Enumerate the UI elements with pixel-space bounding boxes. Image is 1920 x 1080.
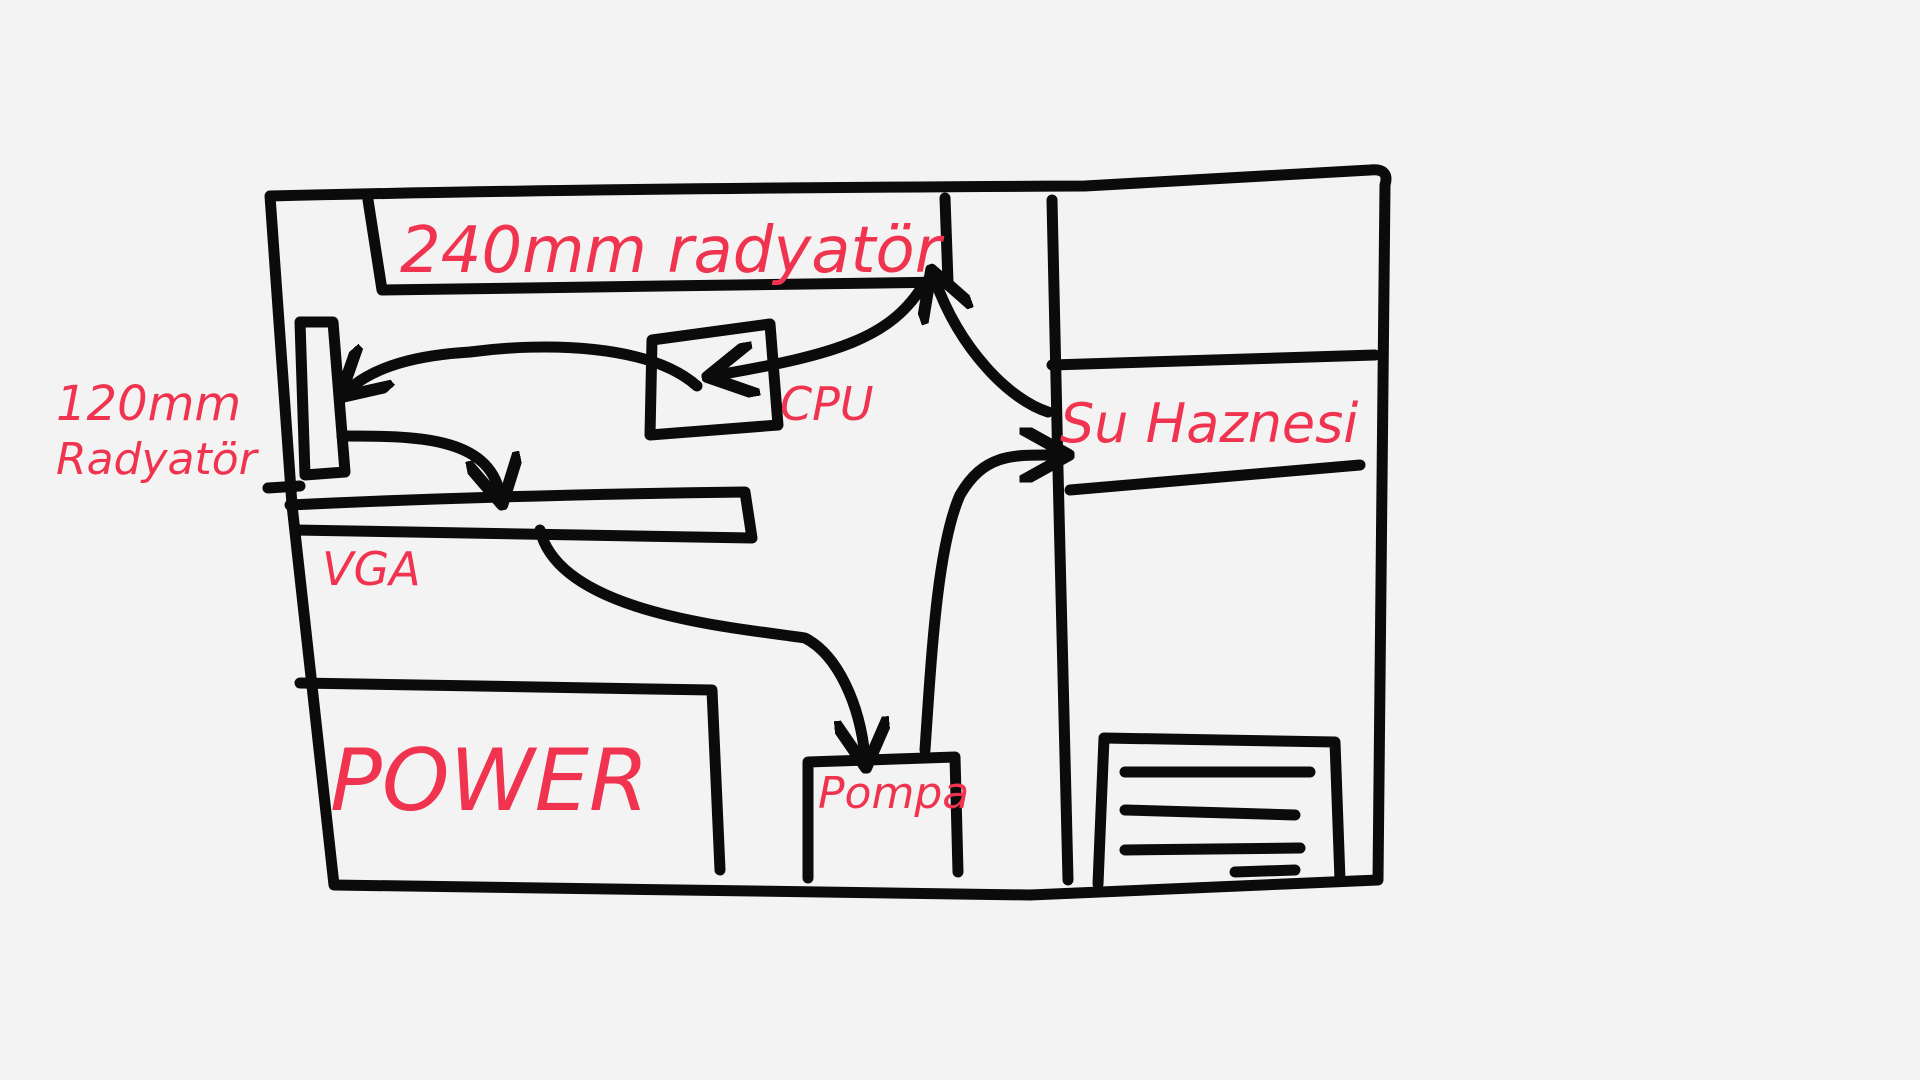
tube-radiator-120-to-vga	[336, 430, 500, 494]
tube-cpu-to-radiator-120	[348, 341, 703, 390]
radiator-120-box	[294, 316, 351, 481]
label-power: POWER	[330, 731, 649, 831]
vga-card	[284, 486, 758, 544]
radiator-240-box	[362, 192, 954, 296]
power-supply	[294, 677, 726, 876]
tube-vga-to-pump	[534, 524, 865, 757]
radiator-120-stub	[262, 480, 306, 494]
label-vga: VGA	[322, 542, 421, 596]
label-su-haznesi: Su Haznesi	[1060, 392, 1358, 455]
drive-bay-line-4	[1229, 864, 1301, 878]
label-radiator-120-line1: 120mm	[56, 376, 241, 432]
drive-bay	[1092, 732, 1346, 890]
tube-reservoir-to-radiator-240	[935, 280, 1054, 418]
right-compartment-divider	[1046, 194, 1074, 886]
tube-radiator-240-to-cpu	[718, 276, 931, 375]
cpu-block	[644, 318, 784, 441]
case-outline	[264, 164, 1392, 901]
reservoir-shelf-top	[1046, 349, 1381, 371]
label-radiator-240: 240mm radyatör	[400, 214, 945, 288]
drive-bay-line-3	[1119, 842, 1306, 856]
drive-bay-line-2	[1119, 804, 1301, 821]
label-cpu: CPU	[780, 377, 874, 431]
label-pompa: Pompa	[818, 768, 969, 819]
tube-pump-to-reservoir	[919, 455, 1058, 756]
reservoir-shelf-bottom	[1064, 459, 1366, 496]
label-radiator-120-line2: Radyatör	[56, 434, 260, 485]
